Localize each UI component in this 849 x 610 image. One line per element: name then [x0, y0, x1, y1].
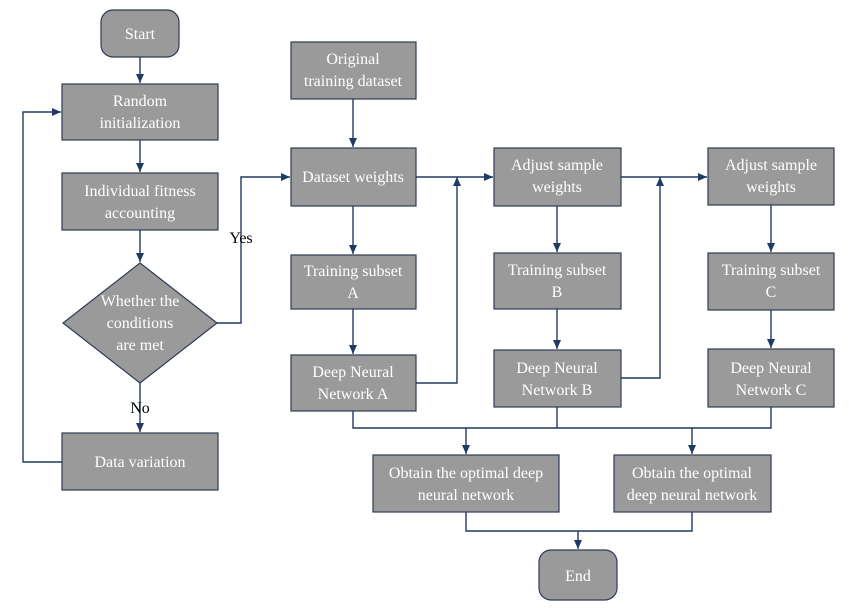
node-optimal-right: Obtain the optimal deep neural network	[613, 454, 772, 513]
data-variation-label: Data variation	[94, 454, 185, 471]
edge-label-no: No	[130, 400, 150, 417]
dnn-c-line-2: Network C	[736, 382, 807, 399]
original-dataset-box	[290, 41, 417, 100]
edge-optimal-merge	[465, 512, 693, 532]
decision-diamond	[62, 262, 218, 384]
fitness-line-1: Individual fitness	[84, 183, 196, 200]
subset-b-box	[493, 252, 622, 310]
optimal-left-line-2: neural network	[418, 487, 514, 504]
node-random-init: Random initialization	[61, 83, 219, 141]
dataset-weights-label: Dataset weights	[302, 169, 404, 186]
node-end: End	[538, 549, 618, 601]
edge-dnn-merge-bus	[352, 407, 772, 429]
start-label: Start	[125, 26, 156, 43]
node-dnn-b: Deep Neural Network B	[493, 349, 622, 408]
node-optimal-left: Obtain the optimal deep neural network	[372, 454, 560, 513]
node-dnn-a: Deep Neural Network A	[290, 354, 417, 412]
adjust-b-line-1: Adjust sample	[511, 157, 603, 174]
subset-b-line-2: B	[552, 284, 563, 301]
edge-dnn-a-feedback	[416, 177, 461, 384]
node-adjust-c: Adjust sample weights	[707, 147, 835, 206]
edge-loop-back	[22, 108, 62, 463]
node-subset-a: Training subset A	[290, 254, 417, 310]
node-dnn-c: Deep Neural Network C	[707, 348, 835, 408]
dnn-c-line-1: Deep Neural	[730, 360, 812, 377]
node-fitness: Individual fitness accounting	[61, 172, 219, 231]
dnn-a-line-1: Deep Neural	[312, 364, 394, 381]
node-subset-b: Training subset B	[493, 252, 622, 310]
node-data-variation: Data variation	[61, 432, 219, 491]
data-variation-box	[61, 432, 219, 491]
optimal-right-box	[613, 454, 772, 513]
adjust-c-line-2: weights	[746, 179, 796, 196]
edge-dnn-b-feedback	[621, 177, 664, 379]
adjust-c-box	[707, 147, 835, 206]
original-line-1: Original	[326, 51, 380, 68]
node-adjust-b: Adjust sample weights	[493, 147, 622, 207]
dnn-a-box	[290, 354, 417, 412]
subset-c-box	[707, 252, 835, 311]
adjust-c-line-1: Adjust sample	[725, 157, 817, 174]
subset-b-line-1: Training subset	[508, 262, 607, 279]
node-original-dataset: Original training dataset	[290, 41, 417, 100]
optimal-right-line-2: deep neural network	[627, 487, 758, 504]
subset-a-box	[290, 254, 417, 310]
subset-a-line-2: A	[347, 285, 359, 302]
node-start: Start	[100, 9, 180, 58]
edge-label-yes: Yes	[229, 230, 252, 247]
decision-line-2: conditions	[107, 315, 174, 332]
optimal-right-line-1: Obtain the optimal	[632, 465, 753, 482]
subset-c-line-2: C	[766, 284, 777, 301]
node-dataset-weights: Dataset weights	[290, 147, 417, 207]
fitness-line-2: accounting	[105, 205, 175, 222]
subset-a-line-1: Training subset	[304, 263, 403, 280]
decision-line-1: Whether the	[101, 293, 180, 310]
dnn-b-box	[493, 349, 622, 408]
start-terminal	[100, 9, 180, 58]
adjust-b-box	[493, 147, 622, 207]
dataset-weights-box	[290, 147, 417, 207]
subset-c-line-1: Training subset	[722, 262, 821, 279]
connectors	[22, 57, 775, 549]
random-init-line-1: Random	[113, 93, 168, 110]
optimal-left-box	[372, 454, 560, 513]
dnn-c-box	[707, 348, 835, 408]
adjust-b-line-2: weights	[532, 179, 582, 196]
node-decision: Whether the conditions are met	[62, 262, 218, 384]
dnn-a-line-2: Network A	[318, 386, 389, 403]
fitness-box	[61, 172, 219, 231]
original-line-2: training dataset	[304, 73, 403, 90]
dnn-b-line-1: Deep Neural	[516, 360, 598, 377]
random-init-box	[61, 83, 219, 141]
dnn-b-line-2: Network B	[522, 382, 593, 399]
decision-line-3: are met	[116, 337, 164, 354]
node-subset-c: Training subset C	[707, 252, 835, 311]
random-init-line-2: initialization	[100, 115, 181, 132]
edge-decision-yes	[217, 173, 290, 324]
end-label: End	[565, 568, 591, 585]
end-terminal	[538, 549, 618, 601]
optimal-left-line-1: Obtain the optimal deep	[389, 465, 543, 482]
